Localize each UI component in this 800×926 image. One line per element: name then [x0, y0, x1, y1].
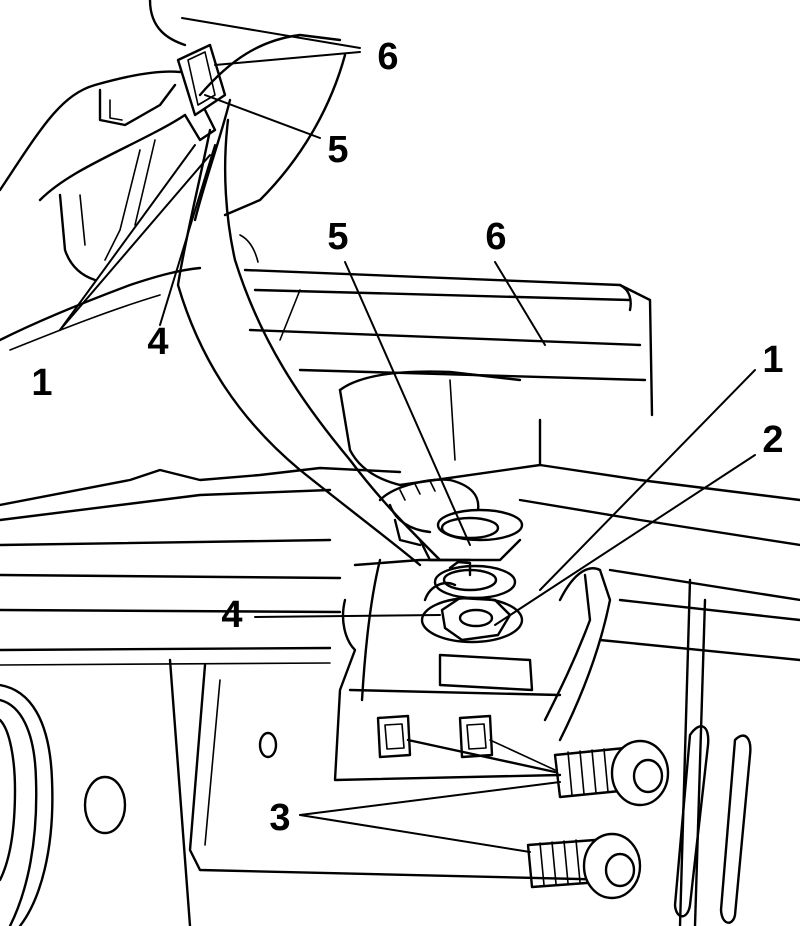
callout-3-main: 3 [269, 797, 291, 839]
callout-4-upper: 4 [147, 321, 169, 363]
callout-6-main: 6 [485, 216, 507, 258]
callout-4-main: 4 [221, 594, 243, 636]
callout-5-upper: 5 [327, 129, 349, 171]
callout-2-main: 2 [762, 419, 784, 461]
callout-5-main: 5 [327, 216, 349, 258]
callout-6-upper: 6 [377, 36, 399, 78]
callout-1-upper: 1 [31, 362, 53, 404]
b-pillar-lower-panel [0, 578, 752, 926]
lower-anchor-bracket [333, 558, 612, 782]
mounting-screws [406, 738, 670, 900]
upper-screw [406, 738, 670, 807]
leader-lines [59, 17, 756, 853]
upper-anchor-inset [0, 0, 347, 351]
body-panels [0, 268, 800, 666]
anchor-bolt-stack [378, 478, 524, 644]
lower-screw [526, 832, 642, 900]
callout-1-main: 1 [762, 339, 784, 381]
